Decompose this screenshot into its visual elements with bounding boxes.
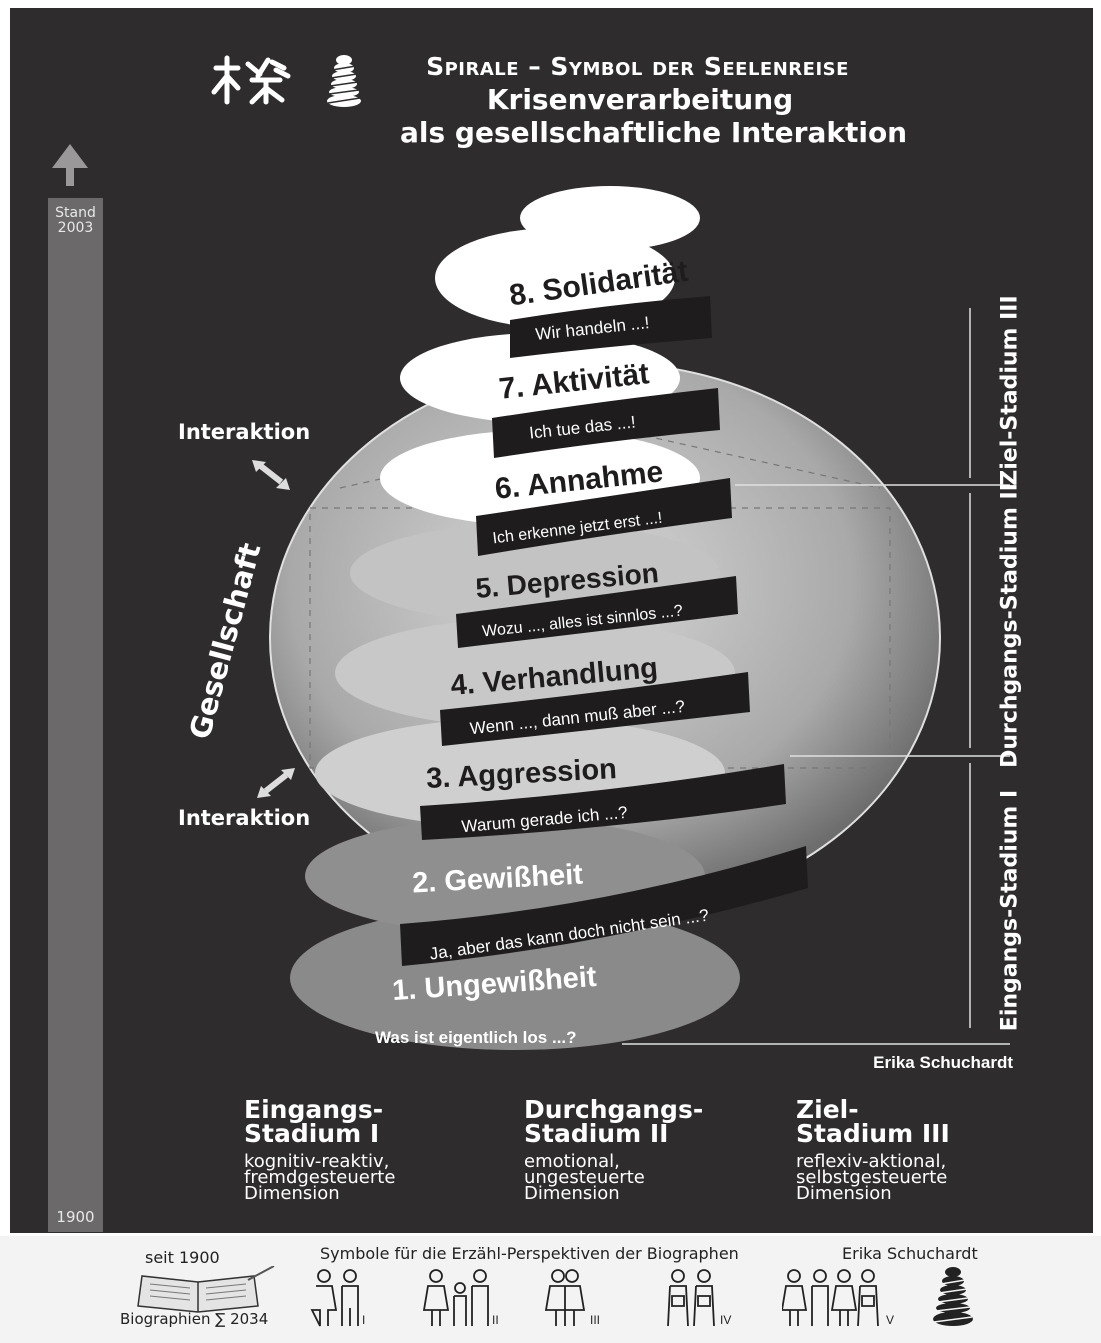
band-7 bbox=[492, 388, 720, 458]
column-3-desc-3: Dimension bbox=[796, 1183, 892, 1204]
chinese-logo-icon bbox=[211, 55, 291, 105]
double-arrow-icon bbox=[257, 768, 295, 798]
disc-top bbox=[520, 186, 700, 250]
column-3-desc-1: reflexiv-aktional, bbox=[796, 1151, 947, 1172]
column-2-desc: emotional, ungesteuerte Dimension bbox=[524, 1151, 703, 1204]
symbols-caption: Symbole für die Erzähl-Perspektiven der … bbox=[320, 1244, 739, 1263]
disc-8 bbox=[435, 228, 675, 328]
roman-4: IV bbox=[720, 1313, 731, 1327]
band-4 bbox=[440, 672, 750, 746]
column-1-head-1: Eingangs- bbox=[244, 1095, 384, 1124]
column-1-desc-3: Dimension bbox=[244, 1183, 340, 1204]
diagram-frame: Spirale – Symbol der Seelenreise Krisenv… bbox=[10, 8, 1093, 1233]
double-arrow-icon bbox=[252, 460, 290, 490]
title-line-1: Spirale – Symbol der Seelenreise bbox=[426, 52, 849, 81]
person-figures-icon: V bbox=[782, 1269, 894, 1327]
spiral-diagram: 8. Solidarität 7. Aktivität 6. Annahme 5… bbox=[269, 186, 1013, 1072]
timeline-top-label: Stand 2003 bbox=[48, 206, 103, 236]
roman-5: V bbox=[886, 1313, 894, 1327]
person-figures-icon: I II III IV bbox=[310, 1269, 731, 1327]
column-3-head-2: Stadium III bbox=[796, 1119, 950, 1148]
column-1-desc-1: kognitiv-reaktiv, bbox=[244, 1151, 390, 1172]
column-1-desc-2: fremdgesteuerte bbox=[244, 1167, 396, 1188]
column-2-head-1: Durchgangs- bbox=[524, 1095, 704, 1124]
column-3-desc: reflexiv-aktional, selbstgesteuerte Dime… bbox=[796, 1151, 950, 1204]
column-1-desc: kognitiv-reaktiv, fremdgesteuerte Dimens… bbox=[244, 1151, 396, 1204]
band-2 bbox=[400, 846, 808, 966]
spiral-stack-icon bbox=[933, 1267, 973, 1326]
stage-1-phrase: Was ist eigentlich los ...? bbox=[375, 1028, 577, 1047]
footer-band: seit 1900 Biographien ∑ 2034 Symbole für… bbox=[0, 1236, 1101, 1343]
column-2-desc-2: ungesteuerte bbox=[524, 1167, 645, 1188]
arrow-up-icon bbox=[52, 144, 88, 186]
footer-author: Erika Schuchardt bbox=[842, 1244, 978, 1263]
column-2-desc-3: Dimension bbox=[524, 1183, 620, 1204]
open-book-icon bbox=[137, 1266, 275, 1313]
interaktion-bottom-label: Interaktion bbox=[178, 806, 311, 830]
timeline-stand: Stand bbox=[55, 205, 96, 221]
durchgangs-stadium-label: Durchgangs-Stadium II bbox=[997, 483, 1023, 768]
stage-column-1: Eingangs- Stadium I kognitiv-reaktiv, fr… bbox=[244, 1095, 396, 1204]
column-2-head-2: Stadium II bbox=[524, 1119, 669, 1148]
roman-1: I bbox=[362, 1313, 365, 1327]
column-2-desc-1: emotional, bbox=[524, 1151, 620, 1172]
band-3 bbox=[420, 764, 786, 840]
stage-column-3: Ziel- Stadium III reflexiv-aktional, sel… bbox=[796, 1095, 950, 1204]
author-label: Erika Schuchardt bbox=[873, 1053, 1013, 1072]
roman-2: II bbox=[492, 1313, 499, 1327]
band-5 bbox=[456, 576, 738, 648]
stage-column-2: Durchgangs- Stadium II emotional, ungest… bbox=[524, 1095, 704, 1204]
since-label: seit 1900 bbox=[145, 1248, 220, 1267]
roman-3: III bbox=[590, 1313, 600, 1327]
column-3-desc-2: selbstgesteuerte bbox=[796, 1167, 948, 1188]
band-6 bbox=[476, 478, 732, 556]
band-8 bbox=[510, 296, 712, 358]
spiral-stack-icon bbox=[327, 55, 361, 107]
column-3-head-1: Ziel- bbox=[796, 1095, 859, 1124]
title-line-3: als gesellschaftliche Interaktion bbox=[400, 116, 908, 149]
interaktion-top-label: Interaktion bbox=[178, 420, 311, 444]
eingangs-stadium-label: Eingangs-Stadium I bbox=[997, 789, 1023, 1032]
biographies-label: Biographien ∑ 2034 bbox=[120, 1310, 269, 1328]
title-line-2: Krisenverarbeitung bbox=[486, 83, 794, 116]
timeline-year-2003: 2003 bbox=[57, 220, 94, 236]
disc-7 bbox=[400, 333, 680, 423]
timeline-year-1900: 1900 bbox=[56, 1208, 95, 1226]
timeline-bar bbox=[48, 198, 103, 1232]
column-1-head-2: Stadium I bbox=[244, 1119, 380, 1148]
